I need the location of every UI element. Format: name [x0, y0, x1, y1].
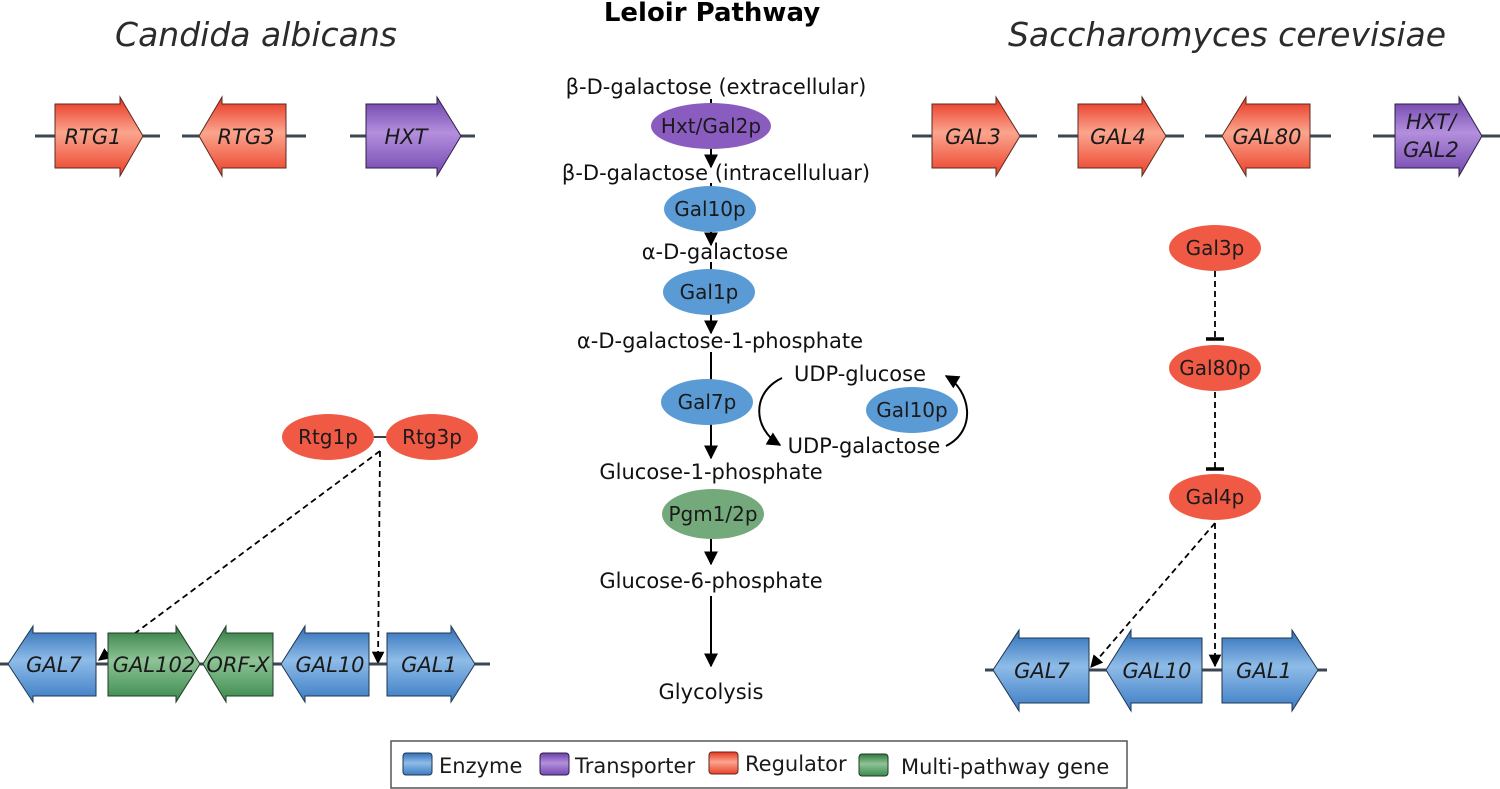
gal4-to-gal7-arrow	[1090, 522, 1216, 668]
gene-hxt-shape	[365, 95, 462, 178]
legend-swatch-regulator	[708, 751, 739, 775]
protein-gal3p	[1169, 225, 1261, 271]
gene-gal1-ca-label: GAL1	[401, 653, 457, 677]
gene-gal7-sc-label: GAL7	[1014, 659, 1070, 683]
title-scerevisiae: Saccharomyces cerevisiae	[1008, 15, 1446, 54]
scer-top-genes: GAL3 GAL4 GAL80 HXT/ GAL2	[912, 95, 1500, 178]
legend-swatch-transporter	[539, 752, 570, 776]
gene-gal7-ca-shape	[7, 624, 97, 704]
metabolite-udp-galactose: UDP-galactose	[788, 434, 941, 458]
gene-gal80-shape	[1221, 95, 1311, 178]
gene-gal3-shape	[931, 95, 1021, 178]
leloir-pathway: β-D-galactose (extracellular) β-D-galact…	[562, 75, 969, 704]
protein-gal80p	[1169, 345, 1261, 391]
protein-gal3p-label: Gal3p	[1186, 236, 1245, 260]
metabolite-glc-1p: Glucose-1-phosphate	[599, 460, 822, 484]
enzyme-pgm12p	[662, 489, 764, 539]
gene-orfx-shape	[202, 624, 274, 704]
legend-swatch-enzyme	[402, 752, 433, 776]
rtg-to-gal7-arrow	[97, 450, 381, 661]
gene-gal4-shape	[1077, 95, 1167, 178]
gene-gal102-label: GAL102	[113, 653, 195, 677]
enzyme-gal7p-label: Gal7p	[678, 390, 737, 414]
title-candida: Candida albicans	[115, 15, 397, 54]
legend-label-enzyme: Enzyme	[439, 754, 522, 778]
gene-gal7-sc-shape	[992, 628, 1090, 713]
metabolite-bgal-intracellular: β-D-galactose (intracelluluar)	[562, 161, 870, 185]
enzyme-hxt-gal2p	[651, 103, 771, 149]
gene-rtg3-shape	[198, 95, 287, 178]
protein-rtg1p	[282, 414, 374, 460]
protein-rtg1p-label: Rtg1p	[298, 425, 358, 449]
legend-label-transporter: Transporter	[574, 754, 695, 778]
metabolite-agal: α-D-galactose	[642, 240, 789, 264]
gene-gal1-sc-shape	[1221, 628, 1319, 713]
gene-hxt-gal2-label-line1: HXT/	[1406, 110, 1458, 134]
scer-gal-cluster: GAL7 GAL10 GAL1	[985, 628, 1327, 713]
enzyme-gal10p-cycle-label: Gal10p	[876, 398, 947, 422]
protein-gal80p-label: Gal80p	[1179, 356, 1250, 380]
gene-gal7-ca-label: GAL7	[26, 653, 82, 677]
protein-rtg3p-label: Rtg3p	[402, 425, 462, 449]
gene-hxt-gal2-shape	[1394, 95, 1483, 178]
enzyme-gal1p-label: Gal1p	[680, 280, 739, 304]
legend: Enzyme Transporter Regulator Multi-pathw…	[390, 740, 1128, 789]
gene-gal1-ca-shape	[386, 624, 476, 704]
protein-gal4p	[1169, 474, 1261, 520]
gene-gal10-sc-label: GAL10	[1122, 659, 1191, 683]
metabolite-agal-1p: α-D-galactose-1-phosphate	[577, 329, 863, 353]
metabolite-glycolysis: Glycolysis	[659, 680, 764, 704]
gene-gal102-shape	[107, 624, 201, 704]
candida-gal-cluster: GAL7 GAL102 ORF-X GAL10 GAL1	[0, 624, 490, 704]
enzyme-pgm12p-label: Pgm1/2p	[668, 502, 757, 526]
gene-gal3-label: GAL3	[945, 125, 1001, 149]
gene-gal10-ca-shape	[280, 624, 370, 704]
enzyme-hxt-gal2p-label: Hxt/Gal2p	[661, 114, 761, 138]
legend-label-multi-pathway: Multi-pathway gene	[901, 755, 1109, 779]
protein-gal4p-label: Gal4p	[1186, 485, 1245, 509]
gene-gal10-sc-shape	[1105, 628, 1203, 713]
enzyme-gal10p-label: Gal10p	[674, 197, 745, 221]
gene-hxt-label: HXT	[384, 125, 429, 149]
protein-rtg3p	[386, 414, 478, 460]
enzyme-gal10p	[664, 186, 756, 232]
legend-swatch-multi-pathway	[858, 753, 889, 777]
gene-gal80-label: GAL80	[1232, 125, 1301, 149]
gene-hxt-gal2-label-line2: GAL2	[1403, 138, 1459, 162]
candida-top-genes: RTG1 RTG3 HXT	[35, 95, 475, 178]
gene-gal4-label: GAL4	[1090, 125, 1146, 149]
rtg-to-gal1-arrow	[371, 450, 385, 665]
enzyme-gal7p	[661, 379, 753, 425]
gene-gal1-sc-label: GAL1	[1236, 659, 1292, 683]
title-leloir: Leloir Pathway	[604, 0, 820, 28]
legend-box	[390, 740, 1128, 789]
udp-gal-to-udp-glc-arrow	[944, 375, 969, 447]
enzyme-gal10p-cycle	[866, 387, 958, 433]
scer-regulators: Gal3p Gal80p Gal4p	[1090, 225, 1261, 668]
metabolite-glc-6p: Glucose-6-phosphate	[599, 569, 822, 593]
udp-glc-to-udp-gal-arrow	[758, 377, 783, 446]
candida-regulators: Rtg1p Rtg3p	[97, 414, 478, 665]
gene-rtg3-label: RTG3	[217, 125, 274, 149]
metabolite-bgal-extracellular: β-D-galactose (extracellular)	[566, 75, 867, 99]
enzyme-gal1p	[663, 269, 755, 315]
metabolite-udp-glucose: UDP-glucose	[794, 362, 926, 386]
gene-rtg1-shape	[54, 95, 144, 178]
gene-rtg1-label: RTG1	[64, 125, 121, 149]
gene-orfx-label: ORF-X	[206, 653, 270, 677]
legend-label-regulator: Regulator	[745, 752, 847, 776]
gene-gal10-ca-label: GAL10	[295, 653, 364, 677]
